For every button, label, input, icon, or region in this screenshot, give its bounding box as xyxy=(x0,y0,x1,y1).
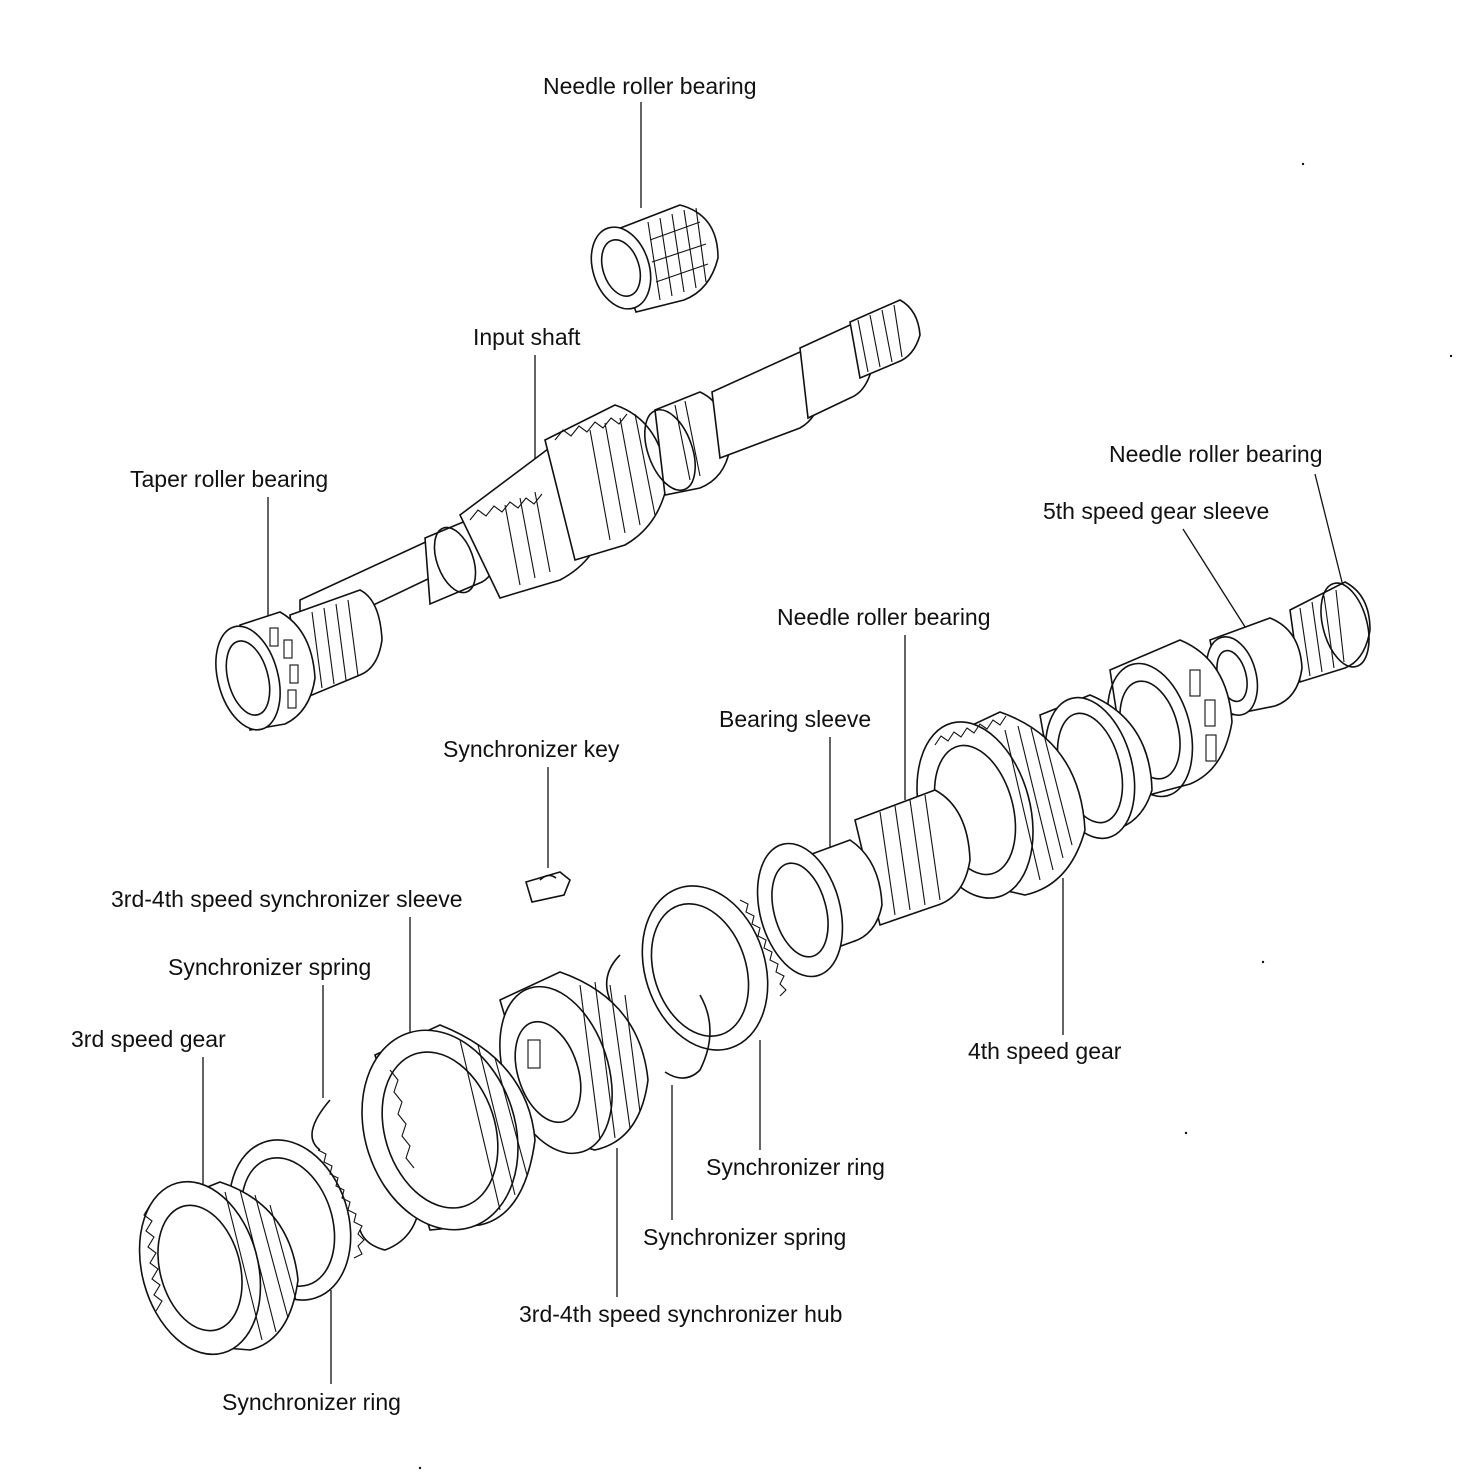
synchronizer-spring-right-icon xyxy=(605,954,711,1079)
third-speed-gear-icon xyxy=(138,1180,299,1356)
synchronizer-hub-icon xyxy=(499,971,649,1155)
label-needle-bearing-right: Needle roller bearing xyxy=(1109,441,1323,467)
label-sync-spring-left: Synchronizer spring xyxy=(168,954,371,980)
label-sync-spring-right: Synchronizer spring xyxy=(643,1224,846,1250)
label-fifth-gear-sleeve: 5th speed gear sleeve xyxy=(1043,498,1269,524)
label-needle-bearing-top: Needle roller bearing xyxy=(543,73,757,99)
synchronizer-ring-icon xyxy=(641,885,787,1051)
label-hub-34: 3rd-4th speed synchronizer hub xyxy=(519,1301,842,1327)
label-third-gear: 3rd speed gear xyxy=(71,1026,226,1052)
label-sync-ring-right: Synchronizer ring xyxy=(706,1154,885,1180)
label-input-shaft: Input shaft xyxy=(473,324,581,350)
input-shaft-icon xyxy=(289,299,921,702)
bearing-sleeve-icon xyxy=(756,789,971,978)
label-bearing-sleeve: Bearing sleeve xyxy=(719,706,871,732)
synchronizer-key-icon xyxy=(525,871,571,903)
label-taper-bearing: Taper roller bearing xyxy=(130,466,328,492)
synchronizer-sleeve-icon xyxy=(361,1024,536,1231)
label-fourth-gear: 4th speed gear xyxy=(968,1038,1122,1064)
needle-roller-bearing-right-icon xyxy=(1289,581,1371,684)
label-sync-key: Synchronizer key xyxy=(443,736,620,762)
label-needle-bearing-mid: Needle roller bearing xyxy=(777,604,991,630)
label-sleeve-34: 3rd-4th speed synchronizer sleeve xyxy=(111,886,463,912)
scan-speckles xyxy=(418,162,1453,1470)
label-sync-ring-left: Synchronizer ring xyxy=(222,1389,401,1415)
needle-roller-bearing-top-icon xyxy=(590,204,719,313)
taper-roller-bearing-icon xyxy=(215,611,316,731)
leader-lines xyxy=(202,102,1344,1384)
